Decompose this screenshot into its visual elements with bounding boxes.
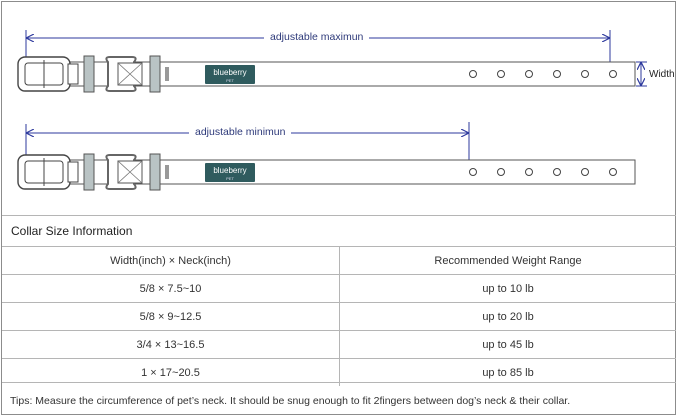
min-brand-logo <box>205 163 255 182</box>
tips-divider <box>2 382 676 383</box>
min-hole <box>497 168 505 176</box>
max-hole <box>469 70 477 78</box>
width-label: Width <box>649 69 675 80</box>
max-hole <box>581 70 589 78</box>
max-hole <box>609 70 617 78</box>
max-length-label: adjustable maximun <box>264 31 370 43</box>
min-hole <box>469 168 477 176</box>
weight-cell: up to 10 lb <box>339 274 676 303</box>
header-width-neck: Width(inch) × Neck(inch) <box>2 246 340 275</box>
size-cell: 5/8 × 9~12.5 <box>2 302 340 331</box>
weight-cell: up to 20 lb <box>339 302 676 331</box>
collar-diagram: blueberry PET blueberry PET <box>17 30 647 191</box>
max-tag-strip <box>165 67 169 81</box>
min-plate-x2 <box>117 160 143 184</box>
max-keeper-2 <box>149 55 161 93</box>
max-brand-name: blueberry <box>213 68 246 77</box>
min-hole <box>553 168 561 176</box>
collar-min: blueberry PET <box>17 122 636 191</box>
min-hole <box>609 168 617 176</box>
header-weight-range: Recommended Weight Range <box>339 246 676 275</box>
max-plate-x2 <box>117 62 143 86</box>
min-brand-name: blueberry <box>213 166 246 175</box>
table-row: 5/8 × 7.5~10 up to 10 lb <box>2 274 676 303</box>
size-info-title: Collar Size Information <box>11 224 133 238</box>
section-divider <box>2 215 676 216</box>
collar-max: blueberry PET <box>17 30 647 93</box>
table-row: 5/8 × 9~12.5 up to 20 lb <box>2 302 676 331</box>
max-hole <box>497 70 505 78</box>
size-cell: 5/8 × 7.5~10 <box>2 274 340 303</box>
weight-cell: up to 45 lb <box>339 330 676 359</box>
size-cell: 3/4 × 13~16.5 <box>2 330 340 359</box>
max-keeper-1 <box>83 55 95 93</box>
min-keeper-2 <box>149 153 161 191</box>
min-keeper-1 <box>83 153 95 191</box>
size-table: Width(inch) × Neck(inch) Recommended Wei… <box>2 246 676 386</box>
max-brand-sub: PET <box>226 78 234 83</box>
table-row: 1 × 17~20.5 up to 85 lb <box>2 358 676 386</box>
min-length-label: adjustable minimun <box>189 126 292 138</box>
max-hole <box>553 70 561 78</box>
min-brand-sub: PET <box>226 176 234 181</box>
min-hole <box>581 168 589 176</box>
max-hole <box>525 70 533 78</box>
max-brand-logo <box>205 65 255 84</box>
table-header-row: Width(inch) × Neck(inch) Recommended Wei… <box>2 246 676 275</box>
min-tag-strip <box>165 165 169 179</box>
size-cell: 1 × 17~20.5 <box>2 358 340 386</box>
weight-cell: up to 85 lb <box>339 358 676 386</box>
min-hole <box>525 168 533 176</box>
min-buckle-tab <box>67 161 79 183</box>
tips-text: Tips: Measure the circumference of pet’s… <box>10 395 571 407</box>
table-row: 3/4 × 13~16.5 up to 45 lb <box>2 330 676 359</box>
max-buckle-tab <box>67 63 79 85</box>
